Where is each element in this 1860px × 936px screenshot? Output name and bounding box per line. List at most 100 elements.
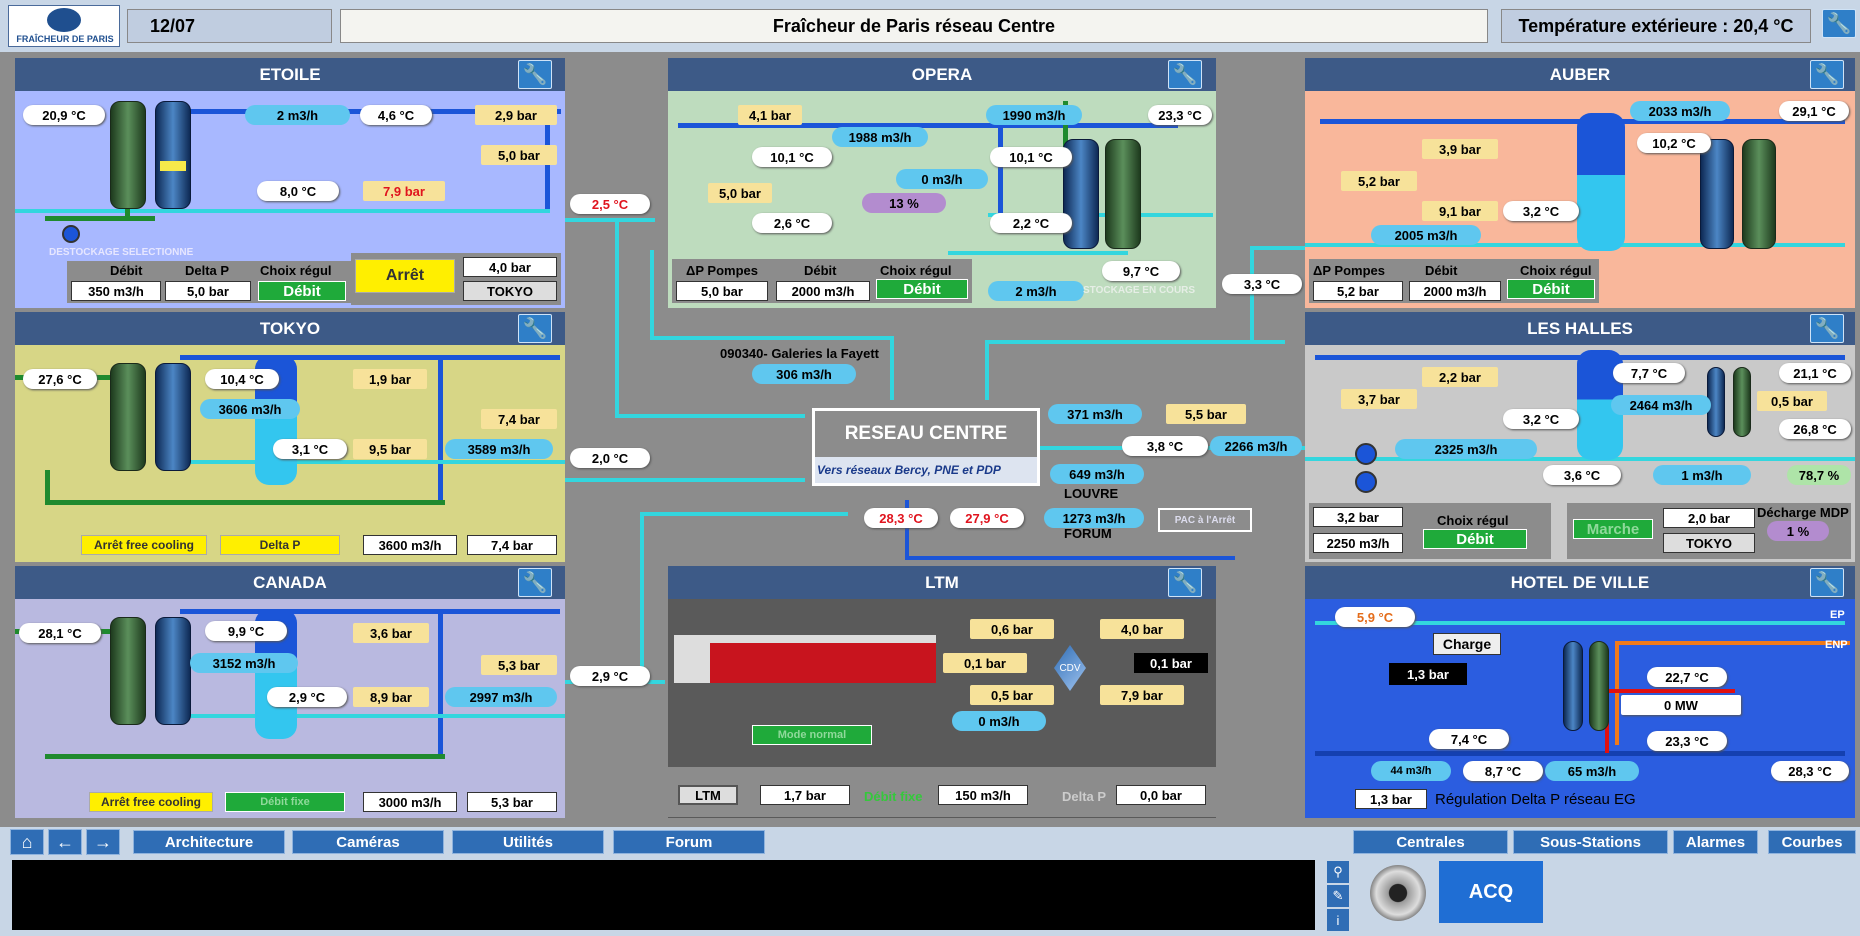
tokyo-deltap-button[interactable]: Delta P [220, 535, 340, 555]
canada-debit-fixe-button[interactable]: Débit fixe [225, 792, 345, 812]
tokyo-p4[interactable]: 7,4 bar [467, 535, 557, 555]
ltm-flow2[interactable]: 150 m3/h [938, 785, 1028, 805]
etoile-t1: 20,9 °C [23, 105, 105, 125]
halles-panel: LES HALLES 🔧 2,2 bar 7,7 °C 21,1 °C 3,7 … [1305, 312, 1855, 562]
tokyo-wrench-icon[interactable]: 🔧 [518, 314, 552, 343]
etoile-wrench-icon[interactable]: 🔧 [518, 60, 552, 89]
halles-tokyo[interactable]: TOKYO [1663, 533, 1755, 553]
auber-choix-button[interactable]: Débit [1507, 279, 1595, 299]
etoile-deltap[interactable]: 5,0 bar [165, 281, 251, 301]
ltm-flow: 0 m3/h [952, 711, 1046, 731]
hdv-charge-button[interactable]: Charge [1433, 633, 1501, 655]
etoile-t3: 8,0 °C [257, 181, 339, 201]
nav-sous-stations[interactable]: Sous-Stations [1513, 830, 1668, 854]
edit-icon[interactable]: ✎ [1327, 885, 1349, 907]
tokyo-arret-fc-button[interactable]: Arrêt free cooling [81, 535, 207, 555]
vers-reseaux[interactable]: Vers réseaux Bercy, PNE et PDP [815, 457, 1037, 483]
hdv-p2[interactable]: 1,3 bar [1355, 789, 1427, 809]
canada-t1: 28,1 °C [19, 623, 101, 643]
halles-p5[interactable]: 2,0 bar [1663, 508, 1755, 528]
auber-p2: 5,2 bar [1341, 171, 1417, 191]
etoile-t2: 4,6 °C [360, 105, 432, 125]
reseau-centre-box[interactable]: RESEAU CENTRE Vers réseaux Bercy, PNE et… [812, 408, 1040, 486]
canada-p4[interactable]: 5,3 bar [467, 792, 557, 812]
center-flow2: 2266 m3/h [1210, 436, 1302, 456]
tokyo-flow3[interactable]: 3600 m3/h [363, 535, 457, 555]
etoile-p4[interactable]: 4,0 bar [463, 257, 557, 277]
etoile-tokyo[interactable]: TOKYO [463, 281, 557, 301]
settings-wrench-icon[interactable]: 🔧 [1822, 9, 1856, 38]
ltm-p7[interactable]: 1,7 bar [760, 785, 850, 805]
home-icon[interactable]: ⌂ [10, 829, 44, 855]
forward-arrow-icon[interactable]: → [86, 829, 120, 855]
opera-dp[interactable]: 5,0 bar [676, 281, 768, 301]
halles-pump2-icon[interactable] [1355, 471, 1377, 493]
hdv-title: HOTEL DE VILLE [1305, 566, 1855, 599]
opera-choix-button[interactable]: Débit [876, 279, 968, 299]
halles-p1: 2,2 bar [1422, 367, 1498, 387]
halles-choix-button[interactable]: Débit [1423, 529, 1527, 549]
canada-wrench-icon[interactable]: 🔧 [518, 568, 552, 597]
halles-flow3: 1 m3/h [1653, 465, 1751, 485]
halles-title: LES HALLES [1305, 312, 1855, 345]
opera-synoptic: 4,1 bar 1988 m3/h 1990 m3/h 23,3 °C 10,1… [668, 91, 1216, 308]
hdv-power: 0 MW [1621, 695, 1741, 715]
nav-cameras[interactable]: Caméras [292, 830, 444, 854]
camera-icon[interactable] [1370, 865, 1426, 921]
page-title: Fraîcheur de Paris réseau Centre [340, 9, 1488, 43]
nav-architecture[interactable]: Architecture [133, 830, 285, 854]
info-icon[interactable]: i [1327, 909, 1349, 931]
ltm-button[interactable]: LTM [678, 785, 738, 805]
hdv-flow2: 65 m3/h [1545, 761, 1639, 781]
halles-marche-button[interactable]: Marche [1573, 519, 1653, 539]
etoile-h-choix: Choix régul [260, 263, 332, 278]
nav-alarmes[interactable]: Alarmes [1673, 830, 1758, 854]
halles-t4: 26,8 °C [1779, 419, 1851, 439]
opera-pct: 13 % [862, 193, 946, 213]
auber-h-debit: Débit [1425, 263, 1458, 278]
auber-dp[interactable]: 5,2 bar [1313, 281, 1403, 301]
ltm-mode-button[interactable]: Mode normal [752, 725, 872, 745]
auber-h-choix: Choix régul [1520, 263, 1592, 278]
hdv-synoptic: 5,9 °C Charge 1,3 bar 22,7 °C 0 MW 7,4 °… [1305, 599, 1855, 818]
auber-panel: AUBER 🔧 2033 m3/h 29,1 °C 3,9 bar 10,2 °… [1305, 58, 1855, 308]
etoile-pump-icon[interactable] [62, 225, 80, 243]
reseau-centre-title: RESEAU CENTRE [844, 423, 1008, 444]
hdv-t1: 5,9 °C [1335, 607, 1415, 627]
etoile-choix-button[interactable]: Débit [258, 281, 346, 301]
opera-flow2: 1990 m3/h [986, 105, 1082, 125]
halles-p4[interactable]: 3,2 bar [1313, 507, 1403, 527]
etoile-arret-button[interactable]: Arrêt [355, 259, 455, 293]
opera-wrench-icon[interactable]: 🔧 [1168, 60, 1202, 89]
canada-p3: 8,9 bar [353, 687, 429, 707]
auber-p1: 3,9 bar [1422, 139, 1498, 159]
etoile-synoptic: 20,9 °C 2 m3/h 4,6 °C 2,9 bar 5,0 bar 8,… [15, 91, 565, 308]
pac-button[interactable]: PAC à l'Arrêt [1158, 508, 1252, 532]
etoile-debit[interactable]: 350 m3/h [71, 281, 161, 301]
search-icon[interactable]: ⚲ [1327, 861, 1349, 883]
ltm-p8[interactable]: 0,0 bar [1116, 785, 1206, 805]
halles-pump1-icon[interactable] [1355, 443, 1377, 465]
back-arrow-icon[interactable]: ← [48, 829, 82, 855]
halles-flow4[interactable]: 2250 m3/h [1313, 533, 1403, 553]
message-console[interactable] [12, 860, 1315, 930]
tokyo-flow2: 3589 m3/h [445, 439, 553, 459]
canada-flow3[interactable]: 3000 m3/h [363, 792, 457, 812]
nav-utilites[interactable]: Utilités [452, 830, 604, 854]
hdv-wrench-icon[interactable]: 🔧 [1810, 568, 1844, 597]
nav-forum[interactable]: Forum [613, 830, 765, 854]
ltm-deltap: Delta P [1062, 789, 1107, 804]
tokyo-t3: 3,1 °C [273, 439, 347, 459]
opera-debit[interactable]: 2000 m3/h [776, 281, 870, 301]
auber-wrench-icon[interactable]: 🔧 [1810, 60, 1844, 89]
halles-decharge: Décharge MDP [1757, 505, 1849, 520]
nav-centrales[interactable]: Centrales [1353, 830, 1508, 854]
tokyo-title: TOKYO [15, 312, 565, 345]
nav-courbes[interactable]: Courbes [1768, 830, 1856, 854]
auber-debit[interactable]: 2000 m3/h [1409, 281, 1501, 301]
canada-arret-fc-button[interactable]: Arrêt free cooling [89, 792, 213, 812]
cdv-icon[interactable]: CDV [1054, 645, 1086, 691]
ltm-wrench-icon[interactable]: 🔧 [1168, 568, 1202, 597]
halles-wrench-icon[interactable]: 🔧 [1810, 314, 1844, 343]
acq-button[interactable]: ACQ [1439, 861, 1543, 923]
